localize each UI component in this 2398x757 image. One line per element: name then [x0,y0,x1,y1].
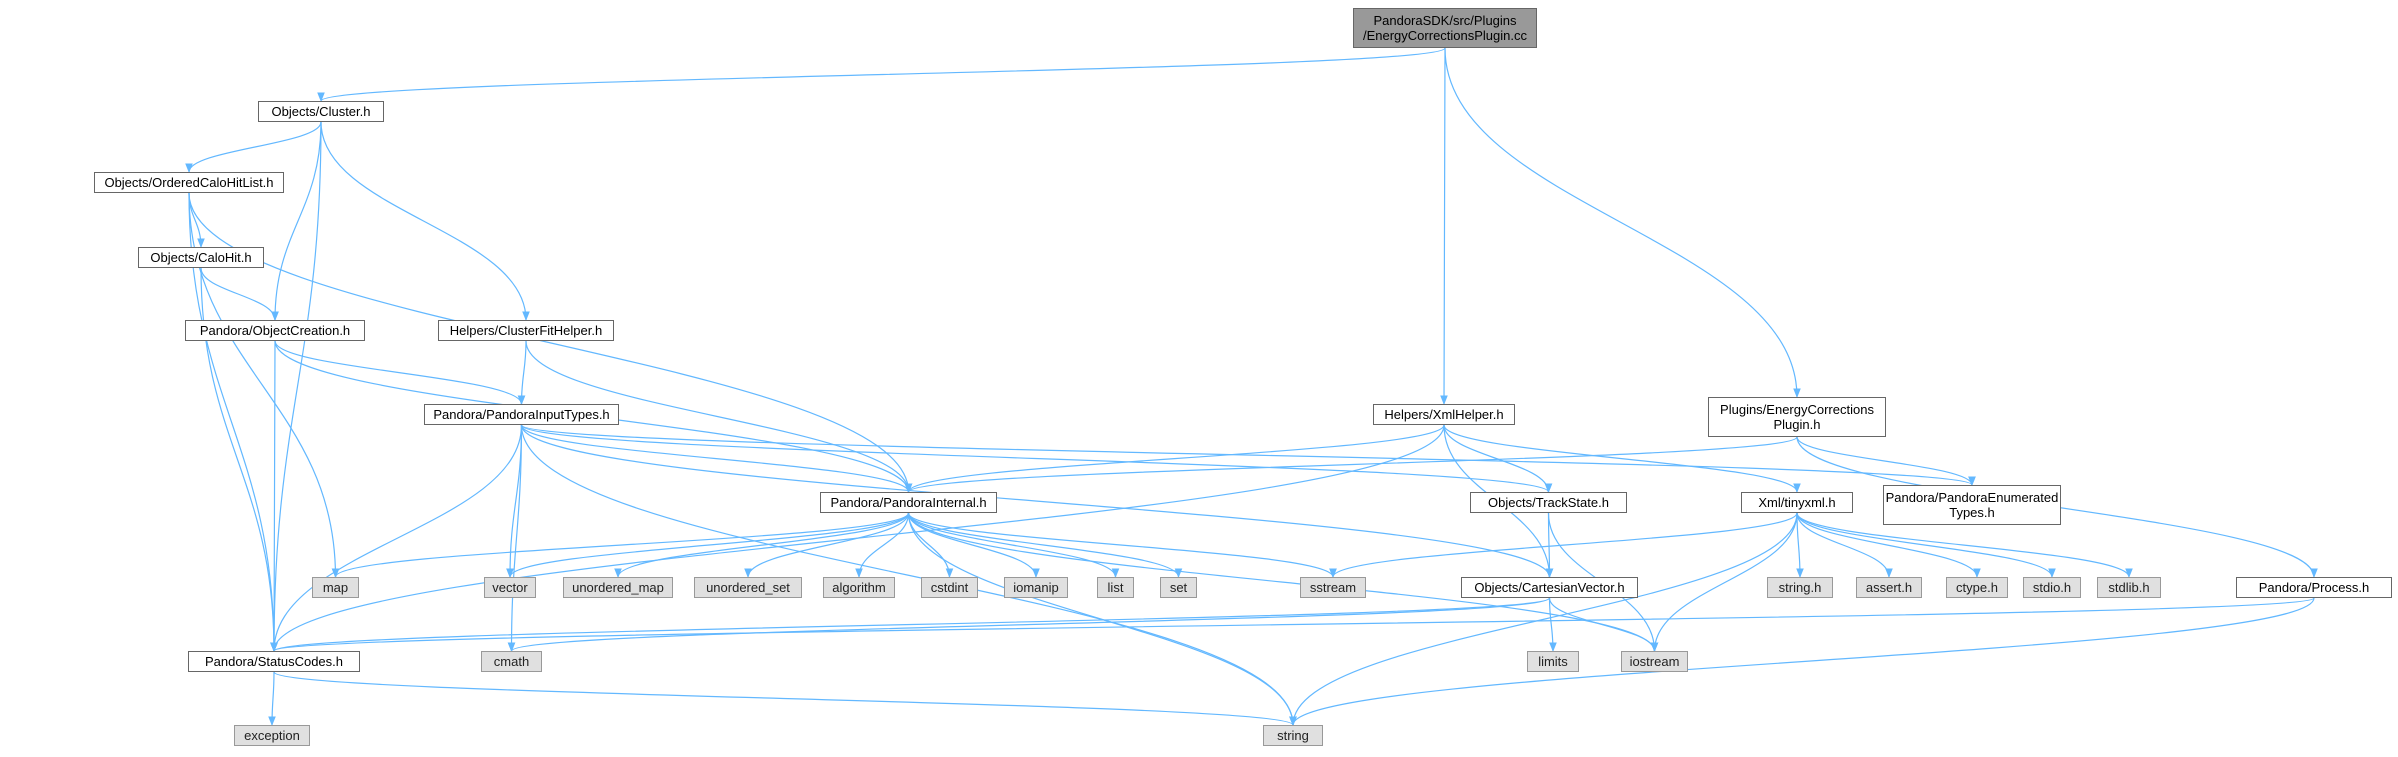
node-algorithm: algorithm [823,577,895,598]
edge-ochl-to-internal [188,192,913,493]
edge-internal-to-vector [506,512,910,578]
edge-internal-to-uset [744,512,910,578]
edge-objcreation-to-inputtypes [274,340,526,405]
node-cstdint: cstdint [921,577,978,598]
node-asserth: assert.h [1856,577,1922,598]
edge-internal-to-string [907,512,1297,726]
node-stdlibh: stdlib.h [2097,577,2161,598]
edge-statuscodes-to-exception [268,671,276,726]
edge-inputtypes-to-statuscodes [270,424,523,652]
edge-internal-to-sstream [907,512,1337,578]
edge-tinyxml-to-ctypeh [1796,512,1981,578]
edge-cluster-to-ochl [185,121,322,173]
edge-ecplugin-to-internal [904,436,1798,493]
node-internal[interactable]: Pandora/PandoraInternal.h [820,492,997,513]
node-xmlhelper[interactable]: Helpers/XmlHelper.h [1373,404,1515,425]
edge-ochl-to-statuscodes [188,192,278,652]
node-enumtypes[interactable]: Pandora/PandoraEnumerated Types.h [1883,485,2061,525]
node-vector: vector [484,577,536,598]
edge-xmlhelper-to-internal [904,424,1445,493]
node-root: PandoraSDK/src/Plugins /EnergyCorrection… [1353,8,1537,48]
node-limits: limits [1527,651,1579,672]
node-ctypeh: ctype.h [1946,577,2008,598]
node-tinyxml[interactable]: Xml/tinyxml.h [1741,492,1853,513]
edge-internal-to-umap [614,512,910,578]
edge-cluster-to-statuscodes [270,121,322,652]
node-stdioh: stdio.h [2023,577,2081,598]
edge-internal-to-algorithm [855,512,910,578]
edge-tinyxml-to-iostream [1650,512,1798,652]
edge-tinyxml-to-stringh [1796,512,1804,578]
node-cfhelper[interactable]: Helpers/ClusterFitHelper.h [438,320,614,341]
edge-inputtypes-to-internal [520,424,913,493]
edge-cartvec-to-statuscodes [270,597,1551,652]
node-calohit[interactable]: Objects/CaloHit.h [138,247,264,268]
edge-statuscodes-to-string [273,671,1297,726]
edge-cfhelper-to-inputtypes [517,340,527,405]
node-ochl[interactable]: Objects/OrderedCaloHitList.h [94,172,284,193]
edge-tinyxml-to-stdioh [1796,512,2056,578]
edge-tinyxml-to-sstream [1329,512,1798,578]
edge-cartvec-to-cmath [508,597,1551,652]
node-iostream: iostream [1621,651,1688,672]
edge-cartvec-to-iostream [1548,597,1659,652]
node-string: string [1263,725,1323,746]
edge-calohit-to-objcreation [200,267,279,321]
node-process[interactable]: Pandora/Process.h [2236,577,2392,598]
edge-root-to-cluster [317,47,1446,102]
edge-tinyxml-to-stdlibh [1796,512,2133,578]
node-trackstate[interactable]: Objects/TrackState.h [1470,492,1627,513]
node-map: map [312,577,359,598]
edge-objcreation-to-statuscodes [270,340,278,652]
node-objcreation[interactable]: Pandora/ObjectCreation.h [185,320,365,341]
node-statuscodes[interactable]: Pandora/StatusCodes.h [188,651,360,672]
edge-inputtypes-to-cmath [507,424,523,652]
edge-process-to-string [1289,597,2315,726]
node-sstream: sstream [1300,577,1366,598]
edge-root-to-xmlhelper [1440,47,1448,405]
edge-inputtypes-to-trackstate [520,424,1553,493]
edge-tinyxml-to-string [1289,512,1798,726]
edge-internal-to-map [331,512,910,578]
edge-cluster-to-cfhelper [320,121,530,321]
edge-tinyxml-to-asserth [1796,512,1893,578]
node-list: list [1097,577,1134,598]
edge-cfhelper-to-internal [525,340,913,493]
node-umap: unordered_map [563,577,673,598]
node-cartvec[interactable]: Objects/CartesianVector.h [1461,577,1638,598]
node-uset: unordered_set [694,577,802,598]
edge-process-to-statuscodes [270,597,2315,652]
edge-xmlhelper-to-trackstate [1443,424,1553,493]
edge-inputtypes-to-enumtypes [520,424,1976,486]
node-cluster[interactable]: Objects/Cluster.h [258,101,384,122]
edge-cartvec-to-limits [1548,597,1557,652]
edge-internal-to-set [907,512,1183,578]
node-stringh: string.h [1767,577,1833,598]
edge-root-to-ecplugin [1444,47,1801,398]
node-set: set [1160,577,1197,598]
edge-internal-to-list [907,512,1120,578]
edge-inputtypes-to-string [520,424,1297,726]
edge-inputtypes-to-cartvec [520,424,1554,578]
edge-ecplugin-to-enumtypes [1796,436,1976,486]
edge-xmlhelper-to-tinyxml [1443,424,1801,493]
node-inputtypes[interactable]: Pandora/PandoraInputTypes.h [424,404,619,425]
node-iomanip: iomanip [1004,577,1068,598]
edge-cluster-to-objcreation [271,121,322,321]
node-exception: exception [234,725,310,746]
node-cmath: cmath [481,651,542,672]
node-ecplugin[interactable]: Plugins/EnergyCorrections Plugin.h [1708,397,1886,437]
